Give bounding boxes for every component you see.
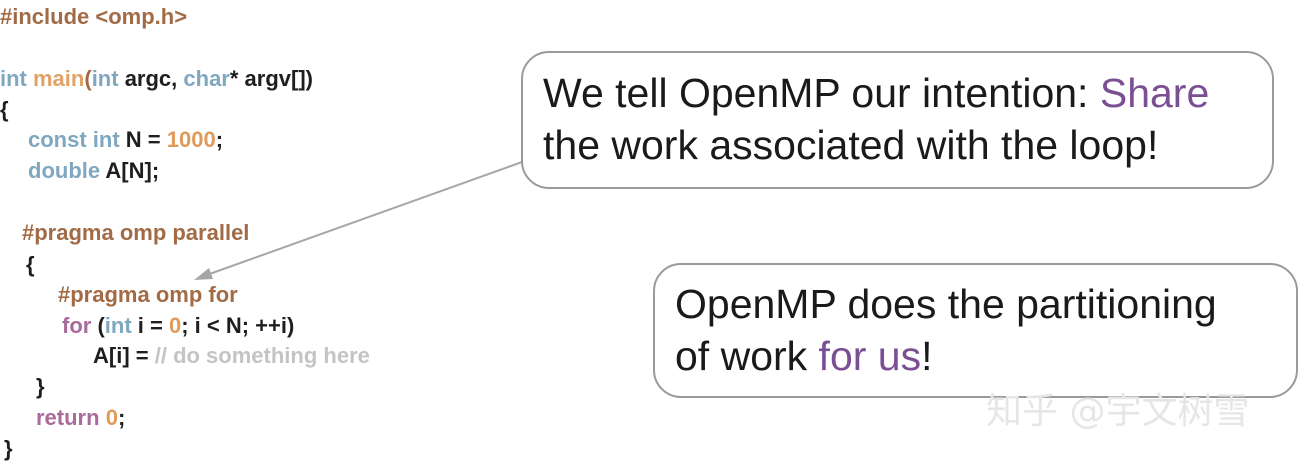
code-line: #pragma omp parallel (22, 220, 249, 246)
code-token: double (28, 158, 106, 183)
callout-share-line-1: We tell OpenMP our intention: Share (543, 67, 1272, 119)
code-line: { (0, 97, 9, 123)
code-token: int (0, 66, 33, 91)
code-token: 1000 (166, 127, 216, 152)
callout-partition-text: of work (675, 333, 819, 379)
code-line: #include <omp.h> (0, 4, 187, 30)
code-token: 0 (168, 313, 182, 338)
code-line: A[i] = // do something here (93, 343, 370, 369)
callout-partitioning: OpenMP does the partitioning of work for… (653, 263, 1298, 398)
callout-partition-highlight: for us (818, 333, 922, 379)
code-token: { (0, 97, 9, 122)
code-token: } (4, 436, 13, 461)
code-token: int (104, 313, 138, 338)
code-token: argc, (124, 66, 184, 91)
callout-share-highlight: Share (1099, 70, 1210, 116)
code-token: #include <omp.h> (0, 4, 188, 29)
code-token: return (36, 405, 106, 430)
callout-share-work: We tell OpenMP our intention: Share the … (521, 51, 1274, 189)
code-token: A[N]; (105, 158, 160, 183)
code-token: i = (137, 313, 169, 338)
code-line: for (int i = 0; i < N; ++i) (62, 313, 294, 339)
code-token: char (183, 66, 230, 91)
code-token: main (33, 66, 85, 91)
callout-share-text: We tell OpenMP our intention: (543, 70, 1100, 116)
code-token: #pragma omp for (58, 282, 238, 307)
code-token: 0 (105, 405, 118, 430)
code-token: } (36, 374, 45, 399)
code-token: #pragma omp parallel (22, 220, 250, 245)
code-token: ; (215, 127, 224, 152)
callout-partition-line-2: of work for us! (675, 330, 1296, 382)
code-token: N = (125, 127, 167, 152)
code-token: ; i < N; ++i) (181, 313, 295, 338)
code-token: { (26, 252, 35, 277)
code-line: #pragma omp for (58, 282, 238, 308)
code-token: ( (97, 313, 105, 338)
code-line: return 0; (36, 405, 125, 431)
code-token: ( (84, 66, 92, 91)
code-token: ; (117, 405, 126, 430)
callout-share-line-2: the work associated with the loop! (543, 122, 1159, 168)
code-token: int (91, 66, 125, 91)
watermark: 知乎 @宇文树雪 (986, 391, 1250, 432)
code-token: for (62, 313, 98, 338)
code-token: // do something here (154, 343, 370, 368)
callout-partition-suffix: ! (921, 333, 933, 379)
code-line: int main(int argc, char* argv[]) (0, 66, 313, 92)
callout-partition-line-1: OpenMP does the partitioning (675, 281, 1217, 327)
code-token: A[i] = (93, 343, 155, 368)
code-token: const int (28, 127, 126, 152)
code-line: { (26, 252, 35, 278)
code-token: * argv[]) (229, 66, 313, 91)
code-line: const int N = 1000; (28, 127, 223, 153)
code-line: } (4, 436, 13, 462)
code-line: } (36, 374, 45, 400)
code-line: double A[N]; (28, 158, 159, 184)
